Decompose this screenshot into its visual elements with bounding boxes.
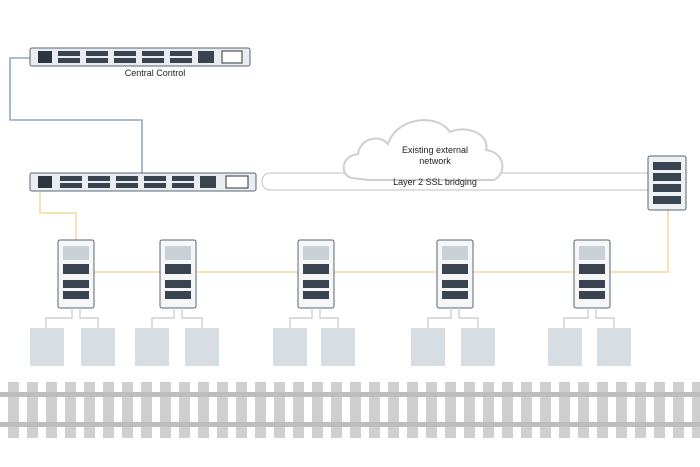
track-tie (198, 382, 209, 438)
end-device-box (411, 328, 445, 366)
din-switches (57, 239, 611, 309)
track-tie (46, 382, 57, 438)
track-tie (540, 382, 551, 438)
track-tie (217, 382, 228, 438)
end-device-box (135, 328, 169, 366)
track-tie (141, 382, 152, 438)
remote-switch (647, 155, 687, 211)
end-device-box (597, 328, 631, 366)
end-device-box (273, 328, 307, 366)
cloud-icon (342, 119, 504, 181)
external-network-label-1: Existing external (401, 145, 469, 155)
track-tie (84, 382, 95, 438)
central-control-switch (29, 47, 251, 67)
track-tie (635, 382, 646, 438)
din-rail-switch-icon (57, 239, 95, 309)
management-links (9, 57, 143, 175)
track-tie (597, 382, 608, 438)
end-device-box (185, 328, 219, 366)
track-tie (654, 382, 665, 438)
end-device-box (461, 328, 495, 366)
track-tie (122, 382, 133, 438)
railway-track (0, 382, 700, 438)
track-tie (407, 382, 418, 438)
track-tie (369, 382, 380, 438)
track-tie (179, 382, 190, 438)
din-rail-switch-icon (436, 239, 474, 309)
track-tie (160, 382, 171, 438)
din-rail-switch-icon (297, 239, 335, 309)
track-rail (0, 422, 700, 427)
track-tie (673, 382, 684, 438)
track-tie (255, 382, 266, 438)
core-switch (29, 172, 257, 192)
track-tie (312, 382, 323, 438)
bridging-label: Layer 2 SSL bridging (393, 177, 477, 187)
track-tie (464, 382, 475, 438)
track-tie (445, 382, 456, 438)
track-rail (0, 392, 700, 397)
track-tie (578, 382, 589, 438)
track-tie (65, 382, 76, 438)
track-tie (274, 382, 285, 438)
end-device-box (548, 328, 582, 366)
track-tie (103, 382, 114, 438)
end-device-box (81, 328, 115, 366)
track-tie (388, 382, 399, 438)
end-device-box (30, 328, 64, 366)
track-tie (350, 382, 361, 438)
track-tie (502, 382, 513, 438)
ring-links (39, 192, 669, 273)
track-tie (8, 382, 19, 438)
track-tie (426, 382, 437, 438)
track-tie (559, 382, 570, 438)
din-rail-switch-icon (573, 239, 611, 309)
track-tie (293, 382, 304, 438)
device-links (45, 308, 615, 328)
din-rail-switch-icon (159, 239, 197, 309)
track-tie (331, 382, 342, 438)
track-tie (521, 382, 532, 438)
track-tie (692, 382, 700, 438)
end-device-box (321, 328, 355, 366)
end-devices (30, 328, 631, 366)
central-control-label: Central Control (124, 68, 186, 78)
external-network-label-2: network (419, 156, 451, 166)
track-tie (236, 382, 247, 438)
track-tie (27, 382, 38, 438)
track-tie (483, 382, 494, 438)
track-tie (616, 382, 627, 438)
